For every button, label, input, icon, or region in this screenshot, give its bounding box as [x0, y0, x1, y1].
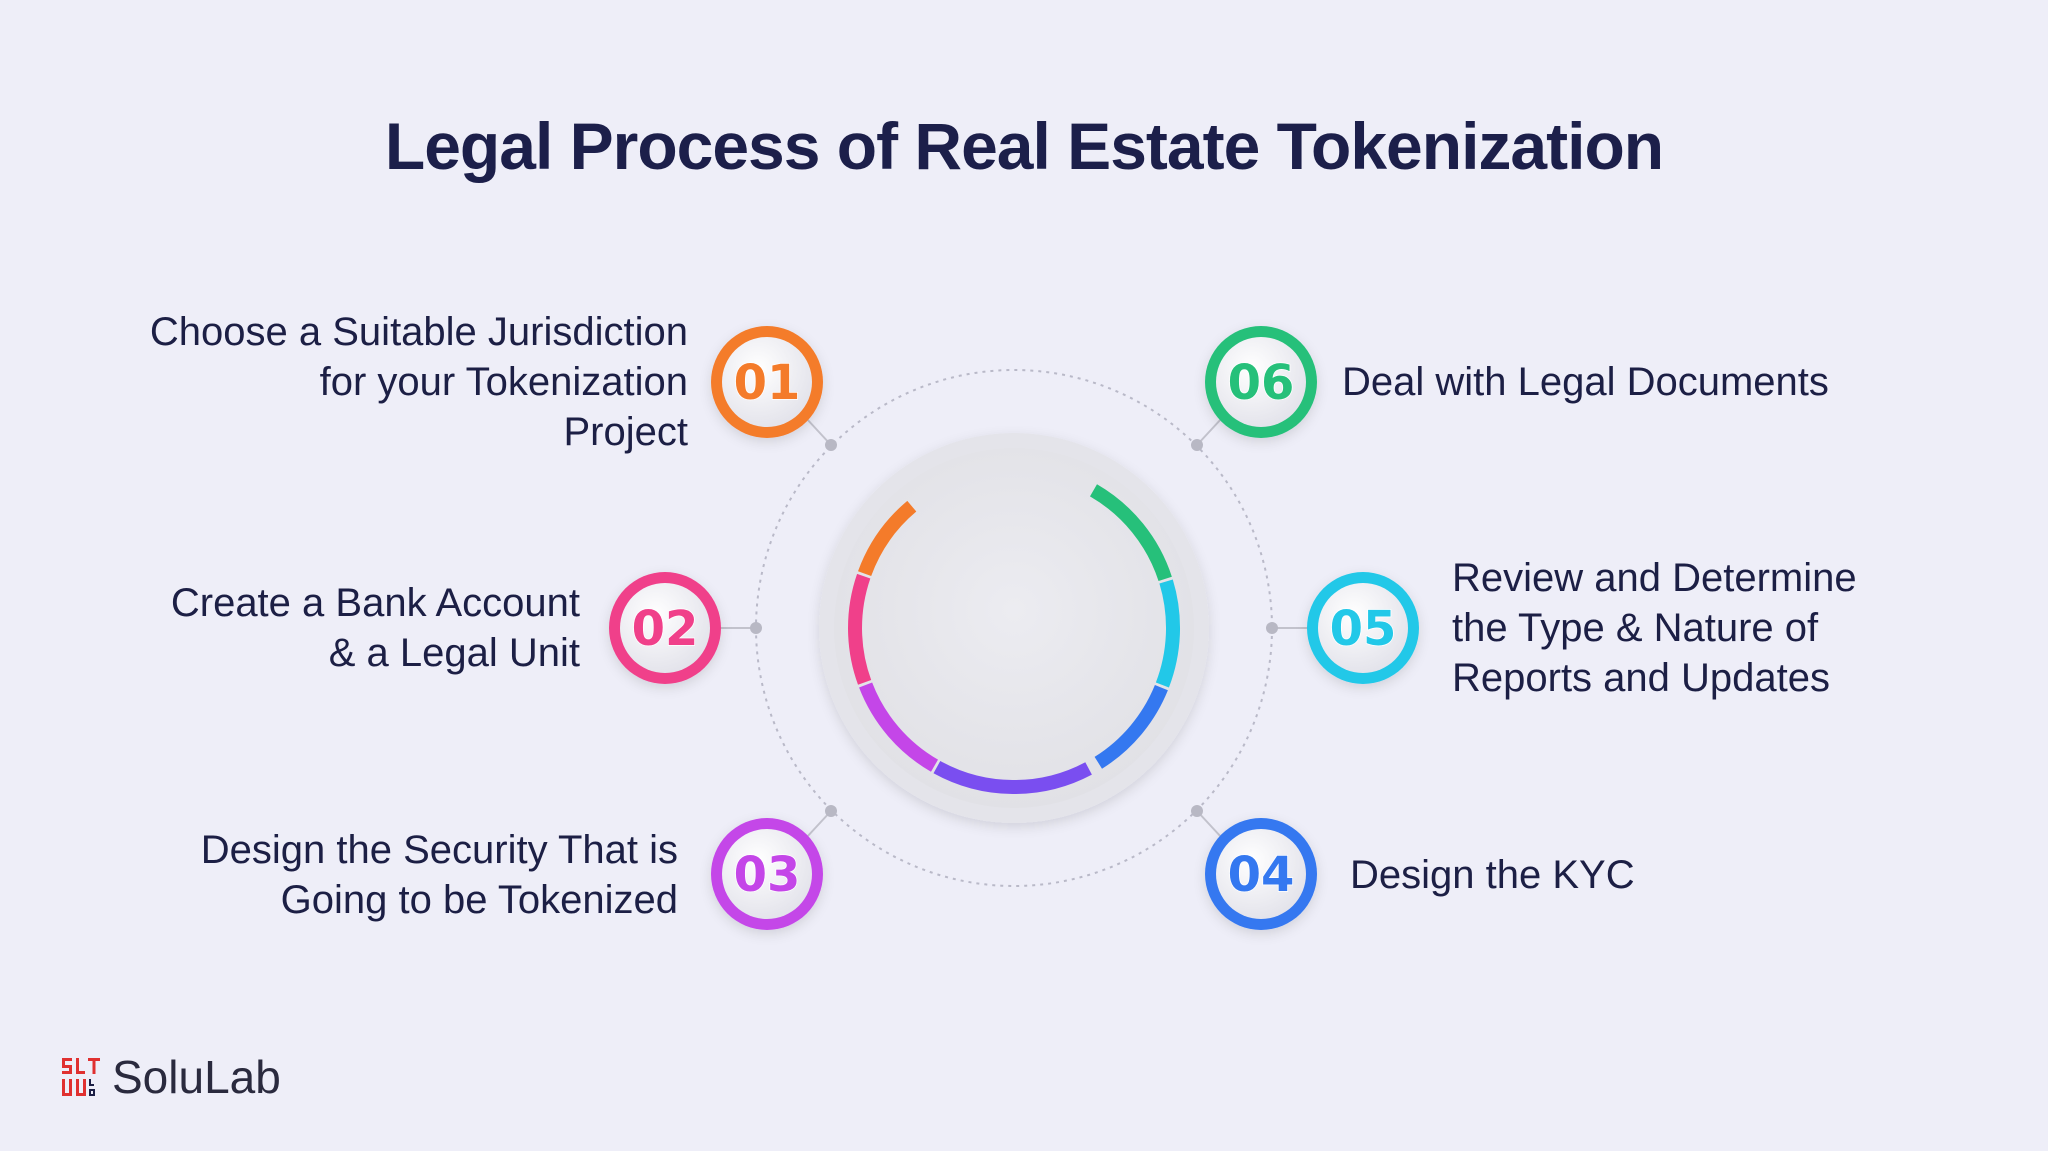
step-badge-03: 03: [711, 818, 823, 930]
step-label-line: Reports and Updates: [1452, 656, 1831, 700]
step-label-06: Deal with Legal Documents: [1342, 357, 1829, 407]
step-label-line: Project: [563, 410, 689, 454]
step-label-03: Design the Security That is Going to be T…: [201, 825, 678, 925]
progress-ring: [848, 484, 1181, 795]
step-number: 05: [1330, 601, 1397, 657]
step-label-01: Choose a Suitable Jurisdiction for your T…: [150, 307, 688, 457]
step-label-line: Design the KYC: [1350, 853, 1635, 897]
step-number: 04: [1228, 847, 1295, 903]
step-label-line: the Type & Nature of: [1452, 606, 1819, 650]
step-label-line: Design the Security That is: [200, 828, 678, 872]
step-label-line: Create a Bank Account: [170, 581, 580, 625]
ring-segment: [933, 760, 1092, 795]
step-number: 01: [734, 355, 801, 411]
ring-segment: [1155, 579, 1181, 688]
step-label-line: Going to be Tokenized: [280, 878, 678, 922]
ring-segment: [858, 500, 917, 577]
step-label-04: Design the KYC: [1350, 850, 1635, 900]
logo-text: SoluLab: [112, 1051, 281, 1103]
page-title: Legal Process of Real Estate Tokenizatio…: [384, 109, 1664, 183]
step-label-02: Create a Bank Account & a Legal Unit: [171, 578, 580, 678]
ring-segment: [1094, 684, 1168, 769]
step-badge-04: 04: [1205, 818, 1317, 930]
step-badges: 01 02 03 04 05 06: [609, 326, 1419, 930]
step-number: 03: [734, 847, 801, 903]
step-badge-01: 01: [711, 326, 823, 438]
solulab-logo-icon: [62, 1058, 100, 1096]
step-label-line: & a Legal Unit: [328, 631, 580, 675]
step-number: 06: [1228, 355, 1295, 411]
center-disc: [834, 448, 1194, 808]
step-badge-02: 02: [609, 572, 721, 684]
step-label-line: Deal with Legal Documents: [1342, 360, 1829, 404]
step-label-line: Choose a Suitable Jurisdiction: [149, 310, 688, 354]
ring-segment: [1089, 484, 1172, 582]
step-label-05: Review and Determine the Type & Nature of…: [1452, 553, 1857, 703]
step-badge-05: 05: [1307, 572, 1419, 684]
step-badge-06: 06: [1205, 326, 1317, 438]
step-label-line: for your Tokenization: [319, 360, 688, 404]
connector-dots: [750, 439, 1278, 817]
step-label-line: Review and Determine: [1452, 556, 1857, 600]
ring-segment: [848, 573, 872, 685]
step-number: 02: [632, 601, 699, 657]
solulab-logo: SoluLab: [62, 1050, 281, 1104]
ring-segment: [859, 682, 939, 772]
